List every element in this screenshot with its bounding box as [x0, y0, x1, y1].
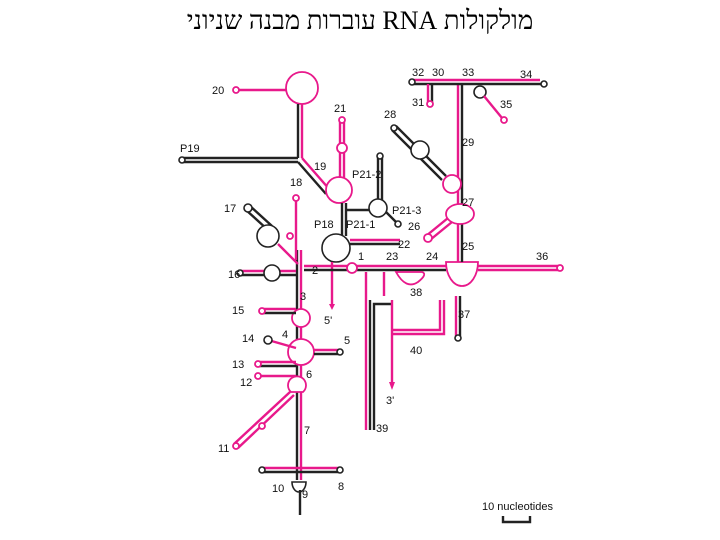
label-40: 40: [410, 345, 422, 357]
label-4: 4: [282, 329, 288, 341]
label-p18: P18: [314, 219, 334, 231]
label-10: 10: [272, 483, 284, 495]
label-14: 14: [242, 333, 254, 345]
label-15: 15: [232, 305, 244, 317]
label-37: 37: [458, 309, 470, 321]
arm-19-20: [178, 71, 353, 204]
main-helix: [287, 250, 315, 493]
label-p21-1: P21-1: [346, 219, 375, 231]
label-12: 12: [240, 377, 252, 389]
arm-5: [314, 348, 344, 356]
right-helix: [390, 84, 475, 262]
label-18: 18: [290, 177, 302, 189]
label-30: 30: [432, 67, 444, 79]
label-17: 17: [224, 203, 236, 215]
central-junction: [304, 262, 446, 300]
page-title: מולקולות RNA עוברות מבנה שניוני: [186, 6, 534, 35]
label-5: 5: [344, 335, 350, 347]
arm-11: [232, 391, 295, 450]
label-28: 28: [384, 109, 396, 121]
label-p21-3: P21-3: [392, 205, 421, 217]
top-arms-30-35: [408, 78, 548, 124]
label-p19: P19: [180, 143, 200, 155]
label-39: 39: [376, 423, 388, 435]
label-8: 8: [338, 481, 344, 493]
scale-bar: 10 nucleotides: [482, 501, 553, 524]
label-16: 16: [228, 269, 240, 281]
arm-39-40: [364, 300, 446, 430]
label-3: 3: [300, 291, 306, 303]
label-35: 35: [500, 99, 512, 111]
upper-left-arms: [236, 194, 300, 282]
label-three-prime: 3': [386, 395, 394, 407]
label-21: 21: [334, 103, 346, 115]
label-34: 34: [520, 69, 532, 81]
label-9: 9: [302, 489, 308, 501]
label-13: 13: [232, 359, 244, 371]
label-2: 2: [312, 265, 318, 277]
label-38: 38: [410, 287, 422, 299]
label-26: 26: [408, 221, 420, 233]
left-arms: [254, 307, 297, 380]
label-p21-2: P21-2: [352, 169, 381, 181]
label-19: 19: [314, 161, 326, 173]
label-25: 25: [462, 241, 474, 253]
label-29: 29: [462, 137, 474, 149]
label-20: 20: [212, 85, 224, 97]
label-22: 22: [398, 239, 410, 251]
arm-36-37: [445, 261, 564, 342]
label-five-prime: 5': [324, 315, 332, 327]
label-24: 24: [426, 251, 438, 263]
label-1: 1: [358, 251, 364, 263]
label-33: 33: [462, 67, 474, 79]
label-27: 27: [462, 197, 474, 209]
label-36: 36: [536, 251, 548, 263]
label-32: 32: [412, 67, 424, 79]
label-6: 6: [306, 369, 312, 381]
label-11: 11: [218, 443, 229, 455]
label-23: 23: [386, 251, 398, 263]
arm-8-10: [258, 466, 344, 515]
scale-label: 10 nucleotides: [482, 501, 553, 513]
label-7: 7: [304, 425, 310, 437]
structure-labels: 20 21 P19 19 18 17 P18 P21-1 P21-2 P21-3…: [180, 67, 548, 501]
label-31: 31: [412, 97, 424, 109]
